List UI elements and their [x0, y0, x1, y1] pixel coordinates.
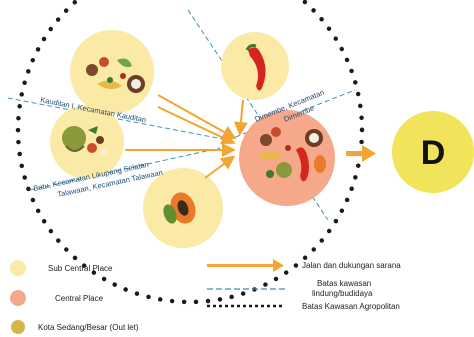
- agropolitan-boundary: [15, 0, 365, 305]
- legend-swatch-outlet: [11, 320, 25, 334]
- legend-swatch-central: [10, 290, 26, 306]
- outlet-arrow: [346, 145, 376, 162]
- produce-icon: [258, 127, 326, 182]
- outlet-label: D: [421, 134, 446, 172]
- sub-central-bottom: [143, 168, 223, 248]
- legend-swatch-sub-central: [10, 260, 26, 276]
- legend-label-road: Jalan dan dukungan sarana: [302, 261, 401, 270]
- sub-central-top-right: [221, 32, 289, 100]
- produce-icon: [86, 57, 145, 93]
- flow-arrows: [125, 94, 248, 179]
- legend-label-sub-central: Sub Central Place: [48, 264, 113, 273]
- chili-icon: [245, 44, 266, 91]
- legend-label-boundary-1: Batas kawasan: [317, 279, 371, 288]
- sub-central-middle-left: [50, 105, 124, 179]
- legend-label-central: Central Place: [55, 294, 104, 303]
- papaya-icon: [163, 192, 196, 224]
- legend-label-outlet: Kota Sedang/Besar (Out let): [38, 323, 139, 332]
- legend-label-agropolitan: Batas Kawasan Agropolitan: [302, 302, 400, 311]
- outlet-city: D: [392, 111, 474, 193]
- durian-icon: [62, 126, 107, 155]
- legend: Sub Central Place Central Place Kota Sed…: [10, 259, 401, 334]
- central-place: [239, 110, 335, 206]
- sub-central-top-left: [70, 30, 154, 114]
- legend-label-boundary-2: lindung/budidaya: [312, 289, 373, 298]
- legend-road-arrow: [207, 259, 284, 272]
